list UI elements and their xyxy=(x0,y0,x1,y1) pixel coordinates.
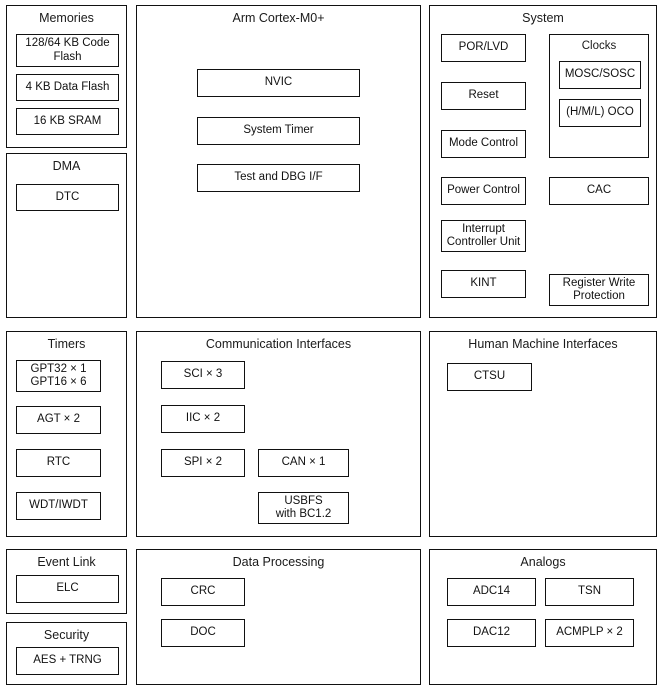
block-register-write-protection: Register Write Protection xyxy=(549,274,649,306)
panel-title-security: Security xyxy=(43,628,90,642)
block-spi: SPI × 2 xyxy=(161,449,245,477)
panel-data-processing: Data Processing CRC DOC xyxy=(136,549,421,685)
panel-system: System POR/LVD Reset Mode Control Power … xyxy=(429,5,657,318)
block-test-dbg: Test and DBG I/F xyxy=(197,164,360,192)
block-kint: KINT xyxy=(441,270,526,298)
subpanel-clocks: Clocks MOSC/SOSC (H/M/L) OCO xyxy=(549,34,649,158)
panel-cpu: Arm Cortex-M0+ NVIC System Timer Test an… xyxy=(136,5,421,318)
block-dac12: DAC12 xyxy=(447,619,536,647)
block-por-lvd: POR/LVD xyxy=(441,34,526,62)
block-sram: 16 KB SRAM xyxy=(16,108,119,135)
panel-title-system: System xyxy=(522,11,564,25)
panel-title-cpu: Arm Cortex-M0+ xyxy=(232,11,325,25)
block-elc: ELC xyxy=(16,575,119,603)
panel-human-machine-interfaces: Human Machine Interfaces CTSU xyxy=(429,331,657,537)
block-doc: DOC xyxy=(161,619,245,647)
block-tsn: TSN xyxy=(545,578,634,606)
block-reset: Reset xyxy=(441,82,526,110)
block-code-flash: 128/64 KB Code Flash xyxy=(16,34,119,67)
block-power-control: Power Control xyxy=(441,177,526,205)
panel-event-link: Event Link ELC xyxy=(6,549,127,614)
panel-title-human-machine-interfaces: Human Machine Interfaces xyxy=(468,337,618,351)
block-dtc: DTC xyxy=(16,184,119,211)
block-adc14: ADC14 xyxy=(447,578,536,606)
panel-title-timers: Timers xyxy=(47,337,86,351)
subpanel-title-clocks: Clocks xyxy=(581,40,617,52)
block-sci: SCI × 3 xyxy=(161,361,245,389)
block-acmplp: ACMPLP × 2 xyxy=(545,619,634,647)
block-mosc-sosc: MOSC/SOSC xyxy=(559,61,641,89)
panel-title-event-link: Event Link xyxy=(37,555,96,569)
panel-title-dma: DMA xyxy=(52,159,81,173)
panel-title-memories: Memories xyxy=(39,11,94,25)
panel-title-data-processing: Data Processing xyxy=(232,555,325,569)
block-ctsu: CTSU xyxy=(447,363,532,391)
panel-analogs: Analogs ADC14 TSN DAC12 ACMPLP × 2 xyxy=(429,549,657,685)
block-iic: IIC × 2 xyxy=(161,405,245,433)
panel-memories: Memories 128/64 KB Code Flash 4 KB Data … xyxy=(6,5,127,148)
panel-security: Security AES + TRNG xyxy=(6,622,127,685)
panel-timers: Timers GPT32 × 1 GPT16 × 6 AGT × 2 RTC W… xyxy=(6,331,127,537)
block-can: CAN × 1 xyxy=(258,449,349,477)
panel-title-communication-interfaces: Communication Interfaces xyxy=(205,337,352,351)
block-agt: AGT × 2 xyxy=(16,406,101,434)
block-usbfs: USBFS with BC1.2 xyxy=(258,492,349,524)
block-crc: CRC xyxy=(161,578,245,606)
block-mode-control: Mode Control xyxy=(441,130,526,158)
panel-dma: DMA DTC xyxy=(6,153,127,318)
block-oco: (H/M/L) OCO xyxy=(559,99,641,127)
block-aes-trng: AES + TRNG xyxy=(16,647,119,675)
panel-communication-interfaces: Communication Interfaces SCI × 3 IIC × 2… xyxy=(136,331,421,537)
block-cac: CAC xyxy=(549,177,649,205)
block-gpt: GPT32 × 1 GPT16 × 6 xyxy=(16,360,101,392)
block-nvic: NVIC xyxy=(197,69,360,97)
block-wdt-iwdt: WDT/IWDT xyxy=(16,492,101,520)
block-rtc: RTC xyxy=(16,449,101,477)
panel-title-analogs: Analogs xyxy=(520,555,566,569)
block-data-flash: 4 KB Data Flash xyxy=(16,74,119,101)
block-system-timer: System Timer xyxy=(197,117,360,145)
block-interrupt-controller-unit: Interrupt Controller Unit xyxy=(441,220,526,252)
